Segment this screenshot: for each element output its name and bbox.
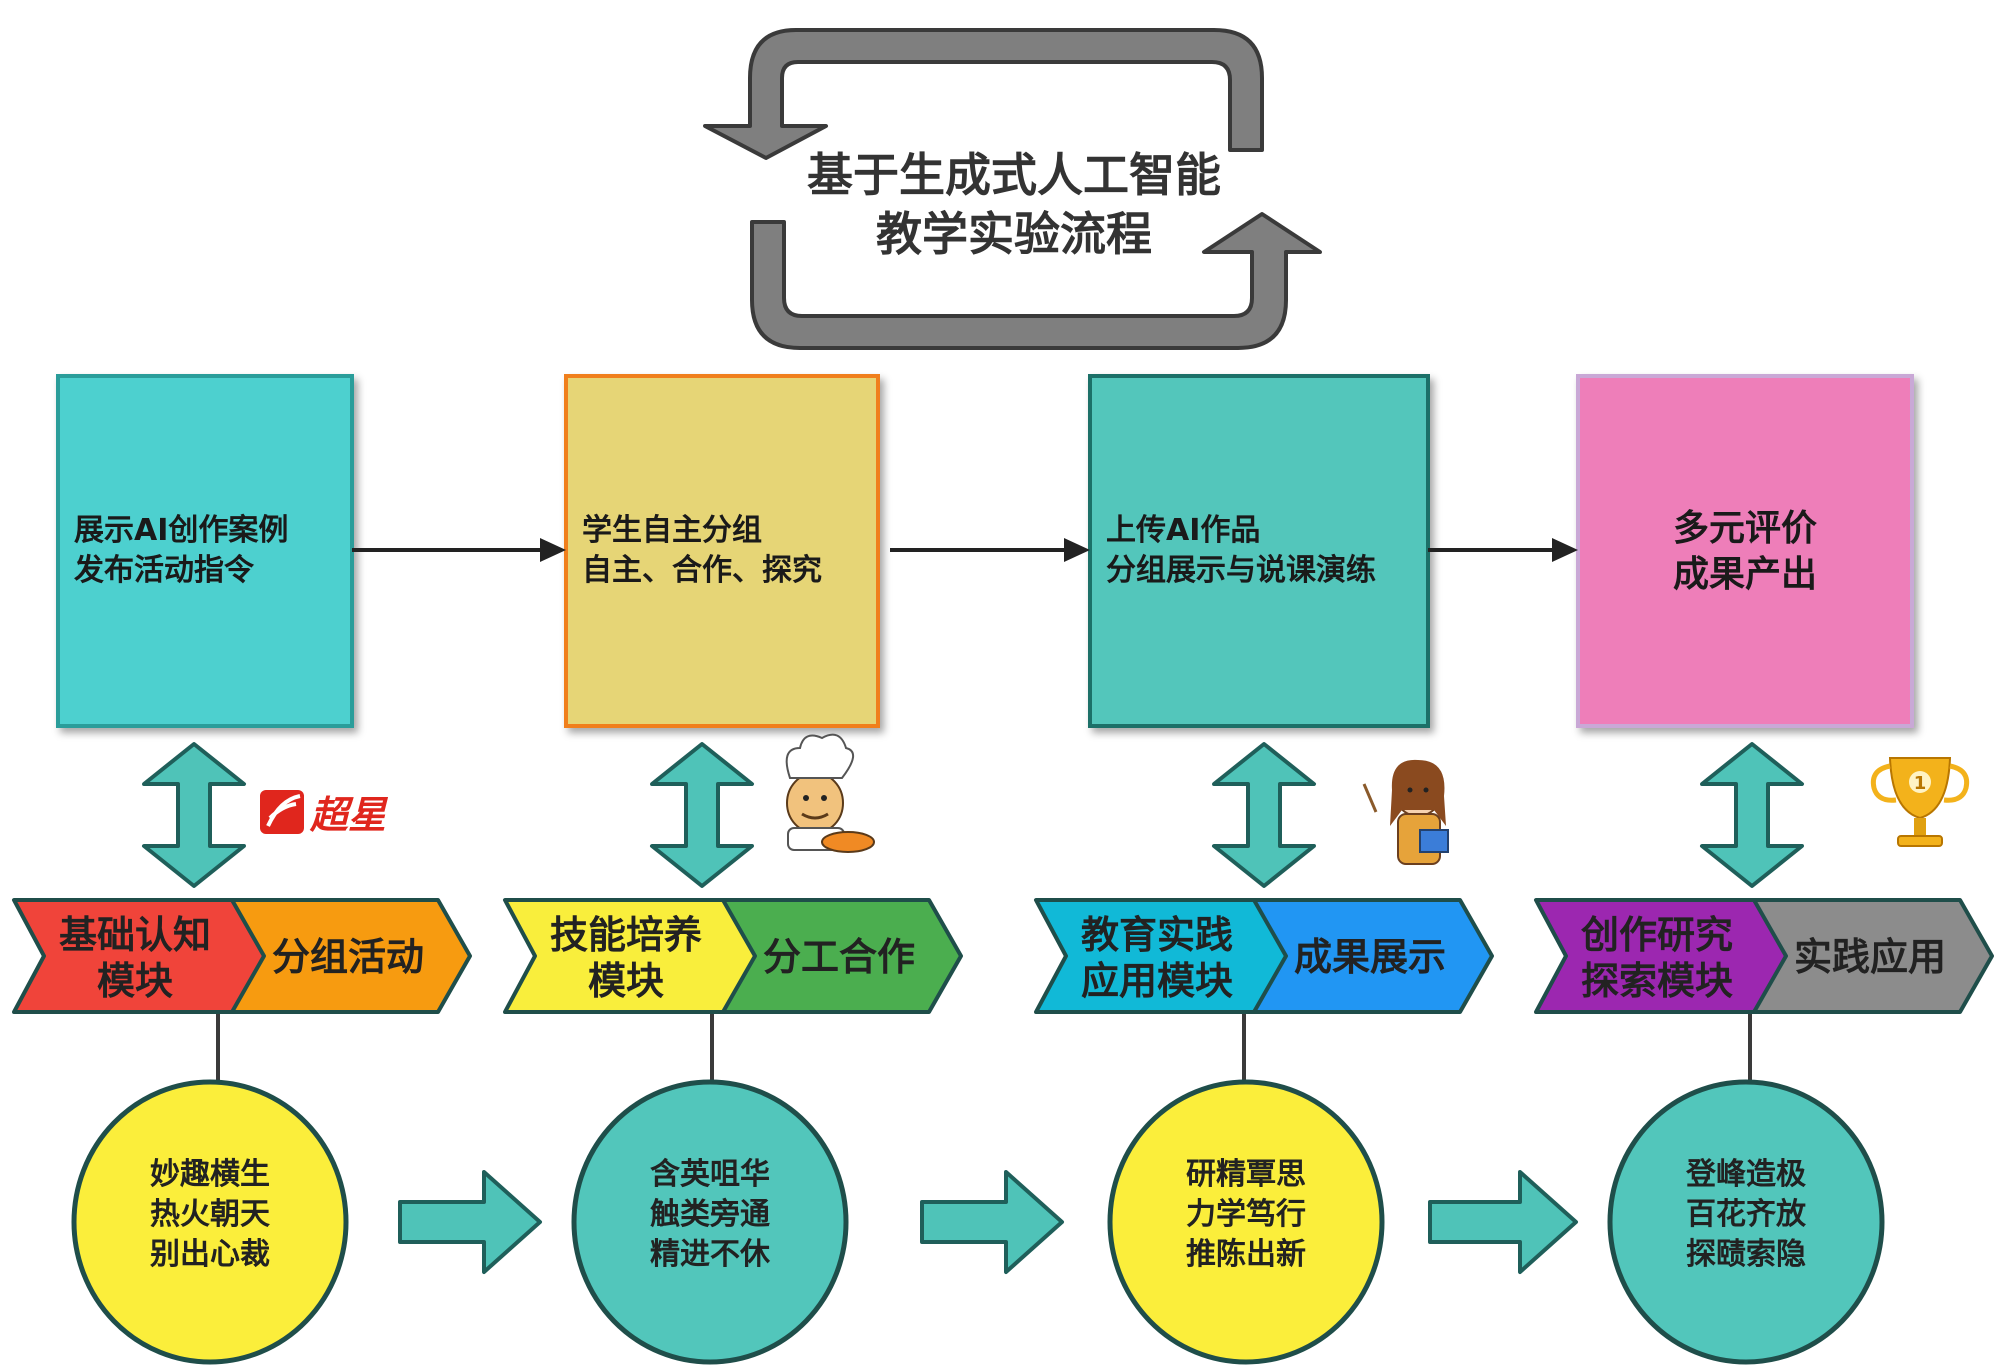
outcome-circle-text-line: 妙趣横生 [150,1157,270,1192]
chaoxing-logo-text: 超星 [309,793,389,837]
module-left-label: 模块 [97,959,173,1003]
connector-3-4-head [1552,538,1578,562]
outcome-circle-text-line: 百花齐放 [1686,1197,1807,1232]
outcome-circle-text-line: 登峰造极 [1685,1157,1806,1192]
outcome-circles: 妙趣横生热火朝天别出心裁含英咀华触类旁通精进不休研精覃思力学笃行推陈出新登峰造极… [71,1079,1885,1365]
outcome-circle-bg [1107,1079,1385,1365]
step-box-text-line: 发布活动指令 [73,553,255,588]
connector-2-3-head [1064,538,1090,562]
step-box-bg [564,374,880,728]
double-arrows [142,742,1804,888]
step-box-text-line: 上传AI作品 [1106,513,1260,548]
step-boxes: 展示AI创作案例发布活动指令学生自主分组自主、合作、探究上传AI作品分组展示与说… [56,374,1914,728]
module-chevrons: 基础认知模块分组活动技能培养模块分工合作教育实践应用模块成果展示创作研究探索模块… [12,898,1994,1014]
step-box-text-line: 多元评价 [1673,508,1817,549]
module-chevron-left [503,898,757,1014]
trophy-number: 1 [1914,773,1927,794]
module-chevron-left [12,898,266,1014]
double-arrow-1 [142,742,246,888]
module-left-label: 模块 [588,959,664,1003]
chef-cartoon [785,733,875,853]
step-box-text-line: 分组展示与说课演练 [1106,553,1376,588]
module-left-label: 技能培养 [550,913,702,957]
step-box-text-line: 展示AI创作案例 [74,513,288,548]
outcome-circle-text-line: 精进不休 [650,1237,771,1272]
outcome-circle-bg [71,1079,349,1365]
step-connectors [352,538,1578,562]
circle-arrow-2 [920,1170,1064,1274]
outcome-circle-text-line: 含英咀华 [650,1157,770,1192]
outcome-circle-bg [571,1079,849,1365]
step-box-bg [1088,374,1430,728]
module-right-label: 实践应用 [1794,935,1946,979]
teacher-cartoon [1362,759,1449,865]
outcome-circle-text-line: 别出心裁 [150,1237,270,1272]
module-right-label: 分组活动 [272,935,424,979]
chaoxing-logo-icon [260,790,304,834]
module-left-label: 创作研究 [1581,913,1733,957]
outcome-circle-text-line: 研精覃思 [1186,1157,1306,1192]
step-box-bg [56,374,354,728]
step-box-bg [1576,374,1914,728]
chaoxing-logo: 超星 [260,790,389,837]
module-left-label: 教育实践 [1081,913,1233,957]
circle-arrows [398,1170,1578,1274]
circle-arrow-1 [398,1170,542,1274]
module-left-label: 探索模块 [1581,959,1733,1003]
cycle-arrow-bottom [750,212,1322,350]
step-box-text-line: 自主、合作、探究 [582,553,822,588]
outcome-circle-text-line: 推陈出新 [1186,1237,1306,1272]
circle-arrow-3 [1428,1170,1578,1274]
module-right-label: 分工合作 [763,935,915,979]
double-arrow-3 [1212,742,1316,888]
double-arrow-2 [650,742,754,888]
outcome-circle-text-line: 力学笃行 [1186,1197,1306,1232]
module-left-label: 基础认知 [59,913,211,957]
outcome-circle-text-line: 探赜索隐 [1686,1237,1806,1272]
cycle-arrow-top [703,28,1264,160]
diagram-title-line2: 教学实验流程 [876,207,1152,261]
cycle-arrow [703,28,1322,350]
outcome-circle-text-line: 热火朝天 [150,1197,270,1232]
module-chevron-left [1534,898,1788,1014]
trophy-icon: 1 [1870,757,1970,847]
outcome-circle-text-line: 触类旁通 [650,1197,770,1232]
diagram-title-line1: 基于生成式人工智能 [807,148,1221,202]
module-right-label: 成果展示 [1294,935,1446,979]
module-chevron-left [1034,898,1288,1014]
circle-stems [216,1000,1752,1082]
double-arrow-4 [1700,742,1804,888]
module-left-label: 应用模块 [1081,959,1233,1003]
outcome-circle-bg [1607,1079,1885,1365]
step-box-text-line: 学生自主分组 [582,513,762,548]
connector-1-2-head [540,538,566,562]
step-box-text-line: 成果产出 [1673,554,1817,595]
